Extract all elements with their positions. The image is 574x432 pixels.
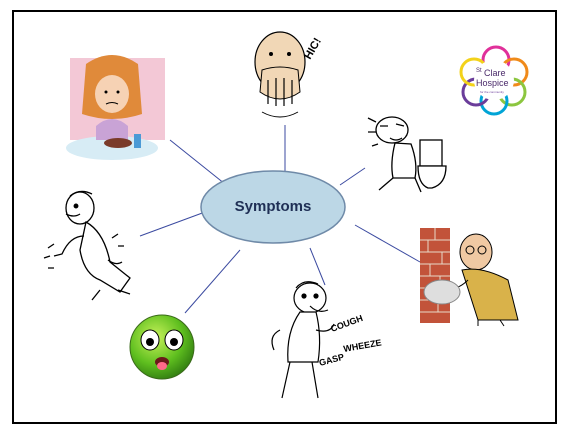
hiccup-man-icon: HIC! [254,31,324,118]
svg-text:Clare: Clare [484,68,506,78]
green-sick-face-icon [129,314,195,380]
man-with-back-pain-icon [43,190,131,301]
girl-at-table-icon [66,55,165,160]
spoke-breathlessness [309,247,326,286]
svg-text:for the community: for the community [480,90,504,94]
spoke-pain [139,211,206,237]
hiccup-text: HIC! [302,36,324,62]
gasp-word: GASP [318,352,345,368]
center-ellipse [200,170,346,244]
coughing-man-icon: COUGH WHEEZE GASP [271,281,383,399]
spoke-nausea [184,249,241,314]
spokes [139,125,421,314]
man-running-to-toilet-icon [367,116,447,193]
svg-text:Hospice: Hospice [476,78,509,88]
svg-text:St: St [476,68,482,74]
center-label: Symptoms [234,198,312,215]
wheeze-word: WHEEZE [343,337,383,354]
man-vomiting-at-wall-icon [420,228,519,327]
cough-word: COUGH [329,313,364,334]
spoke-vomiting [354,224,421,263]
spoke-diarrhoea [339,167,366,186]
spoke-appetite [169,139,231,189]
st-clare-hospice-logo: St Clare Hospice for the community [459,45,529,116]
